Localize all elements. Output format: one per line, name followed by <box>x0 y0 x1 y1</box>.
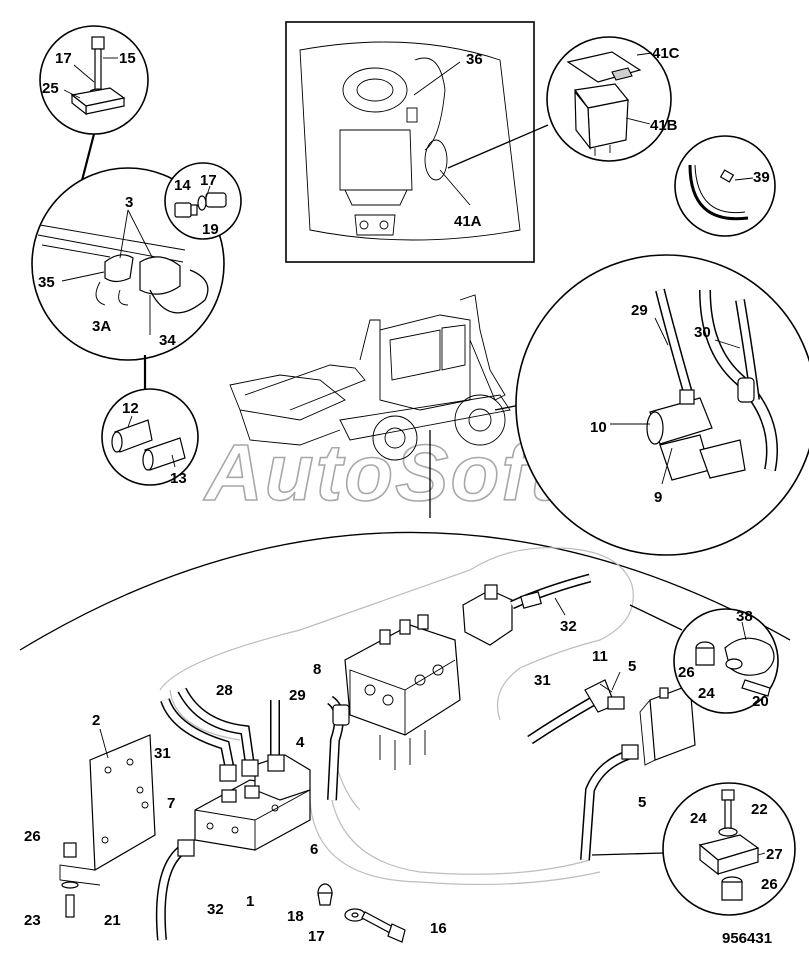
clamp-detail-bottom <box>662 782 796 916</box>
callout-17b: 17 <box>200 172 217 189</box>
rocker-switch-detail <box>546 36 672 162</box>
callout-34: 34 <box>159 332 176 349</box>
fitting-detail <box>164 162 242 240</box>
callout-6: 6 <box>310 841 318 858</box>
callout-23: 23 <box>24 912 41 929</box>
callout-4: 4 <box>296 734 305 751</box>
bracket-plate <box>59 728 156 918</box>
callout-32a: 32 <box>207 901 224 918</box>
callout-29a: 29 <box>631 302 648 319</box>
cable-tie-detail <box>674 135 776 237</box>
callout-14: 14 <box>174 177 191 194</box>
figure-reference: 956431 <box>722 930 772 947</box>
callout-8: 8 <box>313 661 321 678</box>
callout-11: 11 <box>592 648 608 665</box>
callout-36: 36 <box>466 51 483 68</box>
callout-41c: 41C <box>652 45 680 62</box>
bolt-hardware <box>317 883 406 943</box>
aux-valve <box>462 573 592 646</box>
callout-labels: 1 2 3 3A 4 5 5 6 7 8 9 10 11 12 13 14 15… <box>24 45 783 947</box>
callout-1: 1 <box>246 893 254 910</box>
callout-31a: 31 <box>154 745 171 762</box>
callout-17a: 17 <box>55 50 72 67</box>
callout-26b: 26 <box>678 664 695 681</box>
callout-3a: 3A <box>92 318 111 335</box>
callout-24b: 24 <box>690 810 707 827</box>
callout-17c: 17 <box>308 928 325 945</box>
callout-18: 18 <box>287 908 304 925</box>
callout-5a: 5 <box>628 658 636 675</box>
callout-13: 13 <box>170 470 187 487</box>
clamp-right-pointer <box>629 604 683 631</box>
watermark: AutoSoft <box>203 428 560 517</box>
callout-2: 2 <box>92 712 100 729</box>
callout-24a: 24 <box>698 685 715 702</box>
leader-32b <box>554 597 566 616</box>
callout-28: 28 <box>216 682 233 699</box>
callout-25: 25 <box>42 80 59 97</box>
callout-32b: 32 <box>560 618 577 635</box>
callout-19: 19 <box>202 221 219 238</box>
callout-30: 30 <box>694 324 711 341</box>
callout-9: 9 <box>654 489 662 506</box>
clamp-detail-right <box>673 608 779 714</box>
callout-29b: 29 <box>289 687 306 704</box>
detail-arc <box>19 531 791 651</box>
callout-21: 21 <box>104 912 121 929</box>
callout-12: 12 <box>122 400 139 417</box>
callout-26a: 26 <box>24 828 41 845</box>
callout-38: 38 <box>736 608 753 625</box>
callout-35: 35 <box>38 274 55 291</box>
callout-41b: 41B <box>650 117 678 134</box>
callout-39: 39 <box>753 169 770 186</box>
backhoe-machine <box>229 294 511 461</box>
control-valve <box>344 614 461 770</box>
switch-pointer <box>447 124 549 169</box>
callout-22: 22 <box>751 801 768 818</box>
callout-7: 7 <box>167 795 175 812</box>
callout-27: 27 <box>766 846 783 863</box>
valve-hose-detail <box>515 254 809 556</box>
callout-16: 16 <box>430 920 447 937</box>
right-fittings <box>527 671 696 861</box>
callout-3: 3 <box>125 194 133 211</box>
clamp-bottom-pointer <box>591 852 665 856</box>
manifold-hoses <box>155 687 350 941</box>
callout-15: 15 <box>119 50 136 67</box>
callout-31b: 31 <box>534 672 551 689</box>
callout-5b: 5 <box>638 794 646 811</box>
callout-26c: 26 <box>761 876 778 893</box>
callout-41a: 41A <box>454 213 482 230</box>
callout-20: 20 <box>752 693 769 710</box>
plugs-detail <box>101 388 199 486</box>
cab-inset <box>285 21 535 263</box>
callout-10: 10 <box>590 419 607 436</box>
